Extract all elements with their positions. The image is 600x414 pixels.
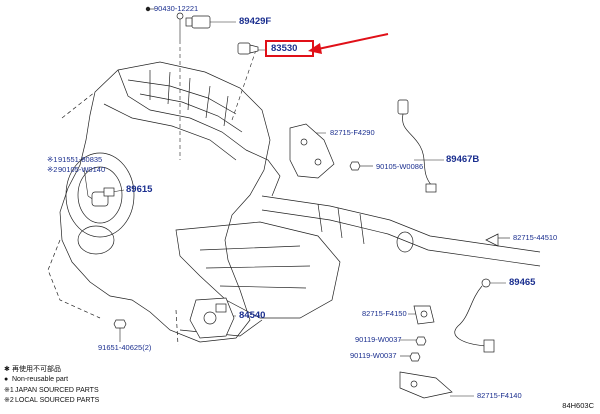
label-89465[interactable]: 89465 bbox=[509, 277, 536, 288]
legend-non-reusable: ●Non-reusable part bbox=[4, 376, 68, 383]
label-90105-W0086[interactable]: 90105-W0086 bbox=[376, 162, 424, 171]
part-82715-F4290-bracket bbox=[289, 123, 335, 179]
label-82715-F4140[interactable]: 82715-F4140 bbox=[477, 391, 522, 400]
leader-lines bbox=[83, 8, 510, 397]
legend-local-sourced: ※2LOCAL SOURCED PARTS bbox=[4, 397, 99, 404]
part-89615-knock-sensor bbox=[91, 187, 115, 207]
part-89467B-oxygen-sensor bbox=[397, 99, 437, 193]
note2-mark: ※2 bbox=[4, 397, 14, 404]
part-89429F-sensor bbox=[176, 12, 211, 29]
legend-text-non-reusable: Non-reusable part bbox=[12, 376, 69, 383]
part-84540-neutral-switch bbox=[189, 297, 235, 339]
label-89615[interactable]: 89615 bbox=[126, 184, 153, 195]
legend-text-jp: 再使用不可部品 bbox=[12, 366, 61, 373]
label-90119-W0037-a[interactable]: 90119-W0037 bbox=[355, 335, 402, 344]
star-icon: ✱ bbox=[4, 366, 10, 373]
label-82715-F4150[interactable]: 82715-F4150 bbox=[362, 309, 407, 318]
legend-text-japan: JAPAN SOURCED PARTS bbox=[15, 387, 99, 394]
label-84540[interactable]: 84540 bbox=[239, 310, 266, 321]
part-90119-W0037-bolt-a bbox=[415, 336, 427, 346]
part-82715-F4140-bracket bbox=[399, 371, 453, 399]
part-89465-oxygen-sensor bbox=[454, 278, 495, 353]
label-90430-12221[interactable]: 90430-12221 bbox=[154, 4, 199, 13]
legend-non-reusable-jp: ✱再使用不可部品 bbox=[4, 366, 61, 373]
label-90105-W0140[interactable]: 90105-W0140 bbox=[58, 165, 106, 174]
note1-marker: ※1 bbox=[47, 155, 58, 164]
engine-outline bbox=[47, 61, 541, 346]
part-90119-W0037-bolt-b bbox=[409, 352, 421, 362]
label-89429F[interactable]: 89429F bbox=[239, 16, 272, 27]
legend-text-local: LOCAL SOURCED PARTS bbox=[15, 397, 100, 404]
label-89467B[interactable]: 89467B bbox=[446, 154, 480, 165]
dot-icon: ● bbox=[4, 376, 9, 383]
part-82715-44510-clamp bbox=[485, 233, 499, 247]
part-82715-F4150-bracket bbox=[413, 305, 435, 325]
label-91551-80835[interactable]: 91551-80835 bbox=[58, 155, 103, 164]
legend-japan-sourced: ※1JAPAN SOURCED PARTS bbox=[4, 387, 99, 394]
note1-mark: ※1 bbox=[4, 387, 14, 394]
drawing-code: 84H603C bbox=[562, 401, 594, 410]
part-91651-bolt bbox=[113, 319, 127, 329]
label-90119-W0037-b[interactable]: 90119-W0037 bbox=[350, 351, 397, 360]
label-82715-44510[interactable]: 82715-44510 bbox=[513, 233, 558, 242]
highlight-box-83530 bbox=[265, 40, 314, 57]
label-91651-40625[interactable]: 91651-40625(2) bbox=[98, 343, 152, 352]
note2-marker: ※2 bbox=[47, 165, 58, 174]
part-90430-gasket bbox=[145, 6, 151, 12]
label-83530[interactable]: 83530 bbox=[271, 43, 298, 54]
label-82715-F4290[interactable]: 82715-F4290 bbox=[330, 128, 375, 137]
red-arrow-icon bbox=[308, 33, 389, 54]
part-83530-switch bbox=[237, 42, 259, 55]
part-90105-W0086-bolt bbox=[349, 161, 361, 171]
